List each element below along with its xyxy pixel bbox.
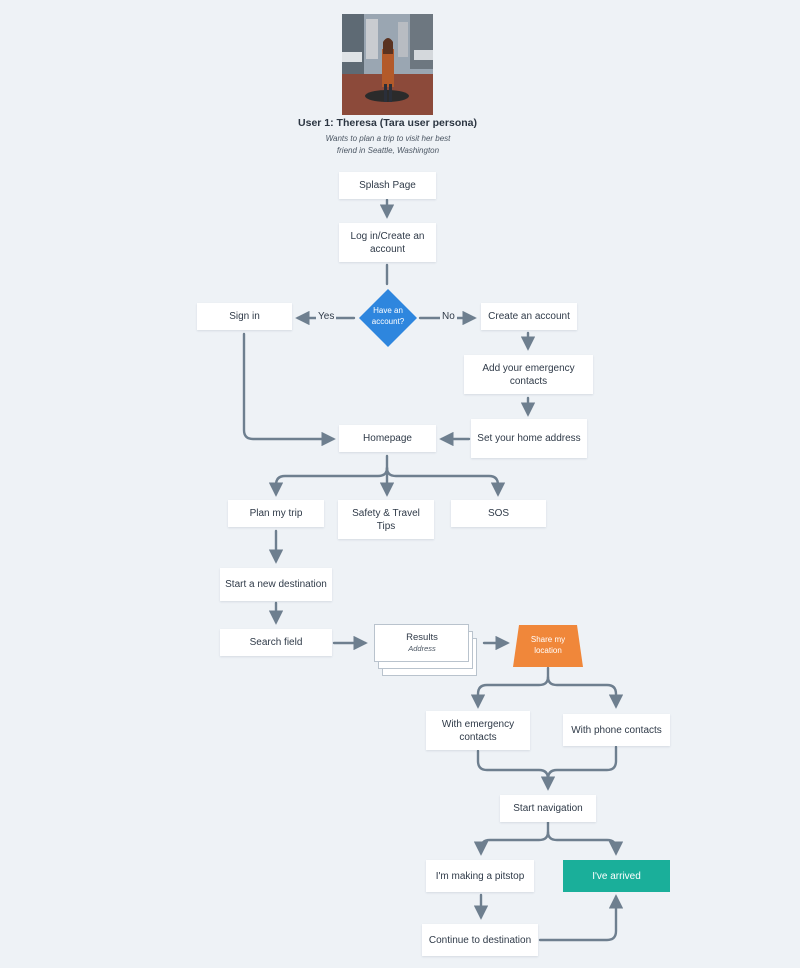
node-sign-in-label: Sign in (229, 311, 260, 322)
node-add-emergency-line1: Add your emergency (482, 362, 575, 374)
node-pitstop-label: I'm making a pitstop (435, 870, 525, 882)
node-safety-tips: Safety & Travel Tips (338, 500, 434, 539)
edge-signin-homepage (242, 332, 336, 447)
node-sign-in: Sign in (197, 303, 292, 330)
decision-label: Have an account? (359, 305, 417, 327)
node-homepage-label: Homepage (363, 433, 412, 444)
node-new-destination: Start a new destination (220, 568, 332, 601)
edge-branch-sos (385, 466, 506, 497)
edge-nav-arrived (546, 830, 624, 856)
results-title: Results (406, 632, 438, 643)
node-new-destination-label: Start a new destination (225, 579, 327, 590)
share-location-line2: location (534, 646, 562, 655)
share-location-line1: Share my (530, 635, 566, 644)
edge-nav-pitstop (473, 820, 550, 856)
decision-line2: account? (371, 317, 405, 326)
node-create-account: Create an account (481, 303, 577, 330)
node-arrived: I've arrived (563, 860, 670, 892)
node-sos-label: SOS (487, 508, 510, 519)
node-with-emergency-line1: With emergency (441, 718, 515, 730)
node-safety-line1: Safety & Travel (352, 507, 420, 519)
decision-have-account (359, 289, 417, 347)
node-search-field-label: Search field (249, 637, 303, 648)
results-subtitle: Address (408, 644, 436, 653)
edge-continue-arrived (538, 894, 624, 942)
node-with-emergency-line2: contacts (459, 731, 497, 743)
results-card-front (374, 624, 469, 662)
decision-line1: Have an (373, 306, 403, 315)
node-splash-page: Splash Page (339, 172, 436, 199)
node-start-navigation: Start navigation (500, 795, 596, 822)
node-login-line2: account (369, 243, 405, 255)
node-plan-trip-label: Plan my trip (249, 508, 303, 519)
node-arrived-label: I've arrived (592, 870, 641, 882)
node-start-navigation-label: Start navigation (513, 803, 583, 814)
node-plan-trip: Plan my trip (228, 500, 324, 527)
edge-label-yes: Yes (316, 311, 337, 322)
persona-title: User 1: Theresa (Tara user persona) (298, 117, 477, 129)
persona-photo (342, 14, 433, 115)
edge-share-split (470, 666, 550, 709)
node-safety-line2: Tips (376, 520, 396, 532)
edge-phone-merge (546, 745, 618, 781)
edge-share-phone (546, 675, 624, 709)
node-continue-destination: Continue to destination (422, 924, 538, 956)
node-login-line1: Log in/Create an (350, 230, 425, 242)
node-with-emergency: With emergency contacts (426, 711, 530, 750)
node-with-phone-label: With phone contacts (571, 724, 662, 736)
node-login-create: Log in/Create an account (339, 223, 436, 262)
node-search-field: Search field (220, 629, 332, 656)
persona-description-line2: friend in Seattle, Washington (336, 146, 440, 155)
node-create-account-label: Create an account (488, 311, 570, 322)
node-sos: SOS (451, 500, 546, 527)
node-splash-page-label: Splash Page (359, 180, 416, 191)
persona-description-line1: Wants to plan a trip to visit her best (325, 134, 451, 143)
node-home-address-label: Set your home address (477, 433, 581, 444)
edge-branch-plan (268, 466, 389, 497)
node-home-address: Set your home address (471, 419, 587, 458)
node-continue-destination-label: Continue to destination (428, 934, 532, 946)
node-pitstop: I'm making a pitstop (426, 860, 534, 892)
edge-label-no: No (440, 311, 457, 322)
share-location-shape (513, 625, 583, 667)
node-homepage: Homepage (339, 425, 436, 452)
persona-description: Wants to plan a trip to visit her best f… (318, 133, 458, 157)
node-add-emergency-line2: contacts (509, 375, 548, 387)
node-with-phone: With phone contacts (563, 714, 670, 746)
edge-emergency-merge (476, 749, 556, 791)
node-add-emergency: Add your emergency contacts (464, 355, 593, 394)
share-location-label: Share my location (516, 634, 580, 656)
